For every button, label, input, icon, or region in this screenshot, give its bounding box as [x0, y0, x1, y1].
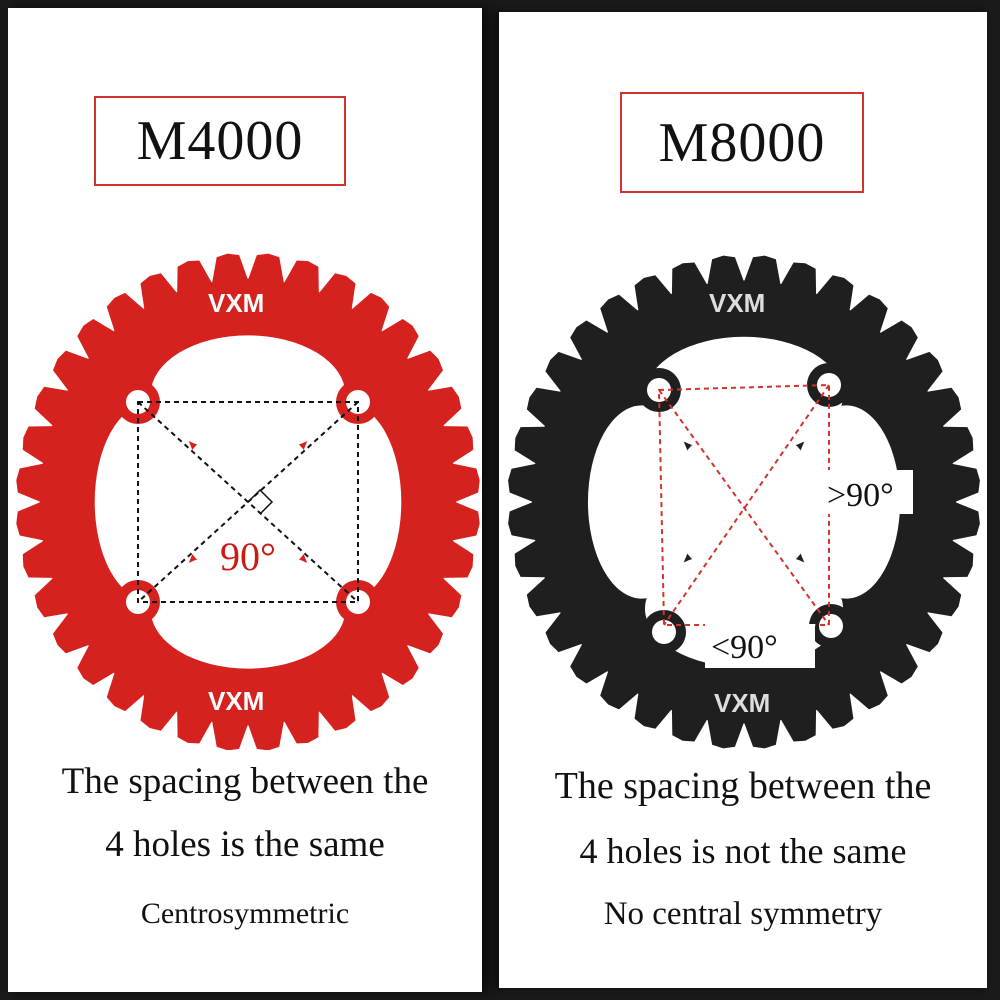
caption-line-3: Centrosymmetric — [140, 897, 350, 930]
svg-text:VXM: VXM — [208, 288, 264, 318]
chainring-black-image: VXM VXM >90° <90° — [508, 255, 980, 749]
caption-line-1: The spacing between the — [61, 761, 429, 802]
svg-text:VXM: VXM — [208, 686, 264, 716]
chainring-red-image: VXM VXM 90° — [16, 253, 480, 750]
caption-line-2: 4 holes is not the same — [579, 831, 907, 871]
panel-m4000: M4000 VXM VXM 90° The spacing between the… — [8, 8, 482, 992]
angle-label-bg-right — [821, 470, 913, 514]
caption-line-2: 4 holes is the same — [105, 824, 385, 865]
svg-text:VXM: VXM — [709, 288, 765, 318]
caption-line-1: The spacing between the — [554, 765, 932, 807]
chainring-red: VXM VXM — [16, 253, 480, 750]
angle-label-greater-90: >90° — [827, 477, 894, 514]
model-title-m4000: M4000 — [94, 96, 346, 186]
angle-label-bg-bottom — [705, 624, 815, 668]
model-title-m8000: M8000 — [620, 92, 864, 193]
panel-m8000: M8000 VXM VXM >90° <90° The spacing betwe… — [499, 12, 987, 988]
chainring-black: VXM VXM — [508, 255, 980, 749]
angle-label-less-90: <90° — [711, 629, 778, 666]
svg-text:VXM: VXM — [714, 688, 770, 718]
caption-line-3: No central symmetry — [603, 896, 883, 932]
angle-label-90: 90° — [220, 534, 276, 579]
